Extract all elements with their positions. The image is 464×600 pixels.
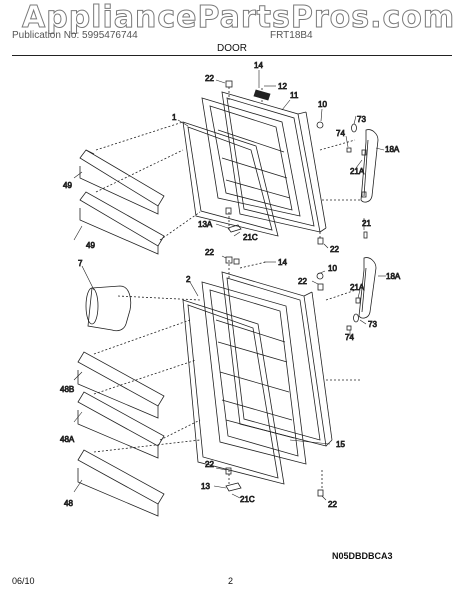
fresh-food-door-stop-13 xyxy=(225,482,242,492)
callout-15: 15 xyxy=(336,440,345,449)
callout-21C: 21C xyxy=(240,495,255,504)
callout-13: 13 xyxy=(201,482,210,491)
callout-21A: 21A xyxy=(350,283,365,292)
callout-11: 11 xyxy=(290,91,299,100)
callout-22: 22 xyxy=(205,460,214,469)
diagram-code: N05DBDBCA3 xyxy=(332,551,393,561)
fresh-food-screw-21A xyxy=(355,297,361,304)
callout-1: 1 xyxy=(172,113,177,122)
freezer-door-shelf-upper xyxy=(79,149,165,215)
fresh-food-projection-lines xyxy=(93,260,360,490)
freezer-screw-10 xyxy=(316,121,324,129)
callout-14: 14 xyxy=(254,61,263,70)
callout-22: 22 xyxy=(328,500,337,509)
callout-22: 22 xyxy=(330,245,339,254)
callout-48: 48 xyxy=(64,499,73,508)
fresh-food-handle-cap-73 xyxy=(353,313,359,323)
fresh-food-screw-10 xyxy=(316,272,324,280)
freezer-door-outer-panel xyxy=(221,91,327,233)
callout-21C: 21C xyxy=(243,233,258,242)
callout-49: 49 xyxy=(86,241,95,250)
freezer-screw-74 xyxy=(346,147,352,153)
callout-10: 10 xyxy=(328,264,337,273)
fresh-food-door-outer-panel xyxy=(221,271,333,447)
freezer-door-shelf-lower xyxy=(79,191,165,255)
callout-14: 14 xyxy=(278,258,287,267)
freezer-screw-21A xyxy=(361,149,367,198)
callout-7: 7 xyxy=(78,259,83,268)
page-number: 2 xyxy=(228,576,234,586)
fresh-food-door-liner xyxy=(201,281,307,465)
watermark: AppliancePartsPros.com xyxy=(21,0,456,36)
freezer-hinge-pin xyxy=(225,80,233,88)
callout-22: 22 xyxy=(205,248,214,257)
callout-2: 2 xyxy=(186,275,191,284)
fresh-food-door-handle xyxy=(358,257,377,319)
freezer-door-liner xyxy=(201,97,301,217)
model-number: FRT18B4 xyxy=(270,30,313,41)
callout-18A: 18A xyxy=(386,272,401,281)
freezer-screw-21 xyxy=(363,231,368,239)
callout-18A: 18A xyxy=(385,145,400,154)
section-title: DOOR xyxy=(217,43,247,54)
fresh-food-shelf-48B xyxy=(77,351,165,419)
fresh-food-bottom-hinge-22 xyxy=(225,467,324,497)
freezer-projection-lines xyxy=(95,87,360,241)
leader-lines xyxy=(73,70,386,501)
freezer-door-gasket xyxy=(182,121,279,237)
header-rule xyxy=(12,55,452,56)
fresh-food-shelf-48 xyxy=(77,449,165,517)
callout-10: 10 xyxy=(318,100,327,109)
fresh-food-screw-74 xyxy=(346,325,352,331)
callout-73: 73 xyxy=(368,320,377,329)
callout-22: 22 xyxy=(298,277,307,286)
callout-12: 12 xyxy=(278,82,287,91)
publication-number: Publication No: 5995476744 xyxy=(12,30,138,41)
freezer-hinge-cover xyxy=(253,89,271,101)
callout-48A: 48A xyxy=(60,435,75,444)
dairy-compartment-7 xyxy=(85,285,132,332)
callout-21: 21 xyxy=(362,219,371,228)
callout-49: 49 xyxy=(63,181,72,190)
callout-74: 74 xyxy=(345,333,354,342)
callout-48B: 48B xyxy=(60,385,74,394)
fresh-food-hinge-pin xyxy=(225,256,240,265)
footer-date: 06/10 xyxy=(12,576,35,586)
freezer-door-stop-13A xyxy=(227,224,242,233)
callout-13A: 13A xyxy=(198,220,213,229)
callout-73: 73 xyxy=(357,115,366,124)
fresh-food-screw-22 xyxy=(317,283,324,291)
freezer-handle-cap-73 xyxy=(351,123,357,133)
callout-74: 74 xyxy=(336,129,345,138)
callout-21A: 21A xyxy=(350,167,365,176)
freezer-door-handle xyxy=(360,129,379,203)
callout-22: 22 xyxy=(205,74,214,83)
freezer-bottom-hinge-22 xyxy=(225,207,324,245)
fresh-food-door-gasket xyxy=(182,299,285,485)
